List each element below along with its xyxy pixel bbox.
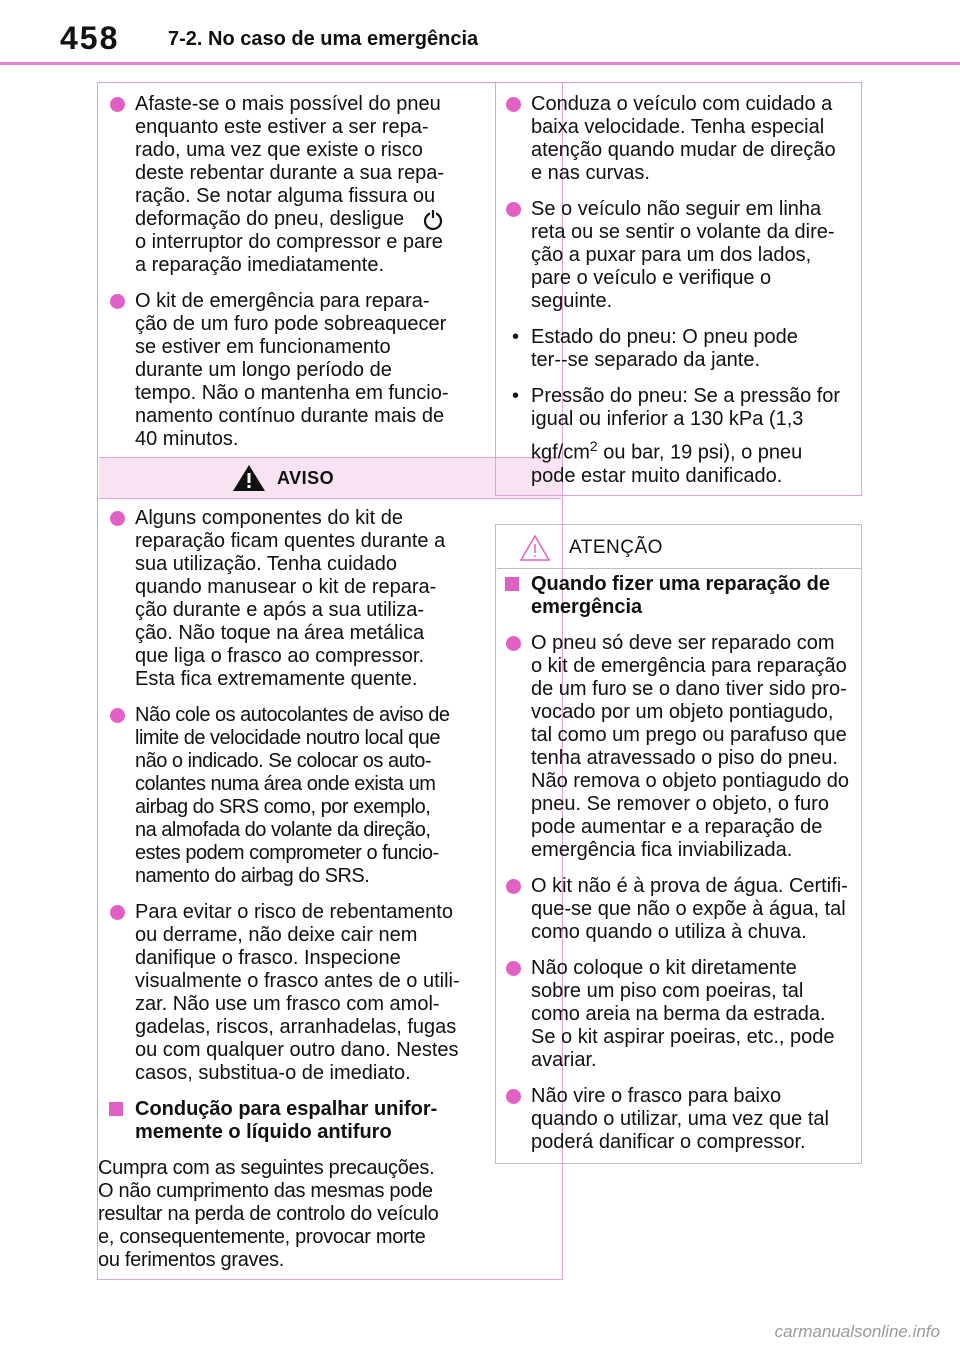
- bullet-glyph: •: [512, 385, 520, 407]
- list-item: Afaste-se o mais possível do pneu enquan…: [108, 93, 548, 277]
- list-item: Não cole os autocolantes de aviso de lim…: [108, 704, 553, 888]
- page-number: 458: [60, 20, 120, 56]
- square-bullet-icon: [109, 1102, 123, 1116]
- sub-list-item: • Pressão do pneu: Se a pressão for igua…: [512, 385, 841, 487]
- bullet-dot-icon: [506, 97, 521, 112]
- bullet-dot-icon: [506, 961, 521, 976]
- list-item: Se o veículo não seguir em linha reta ou…: [504, 198, 854, 313]
- left-bottom-content: Alguns componentes do kit de reparação f…: [98, 507, 553, 1272]
- section-heading: Condução para espalhar unifor- memente o…: [108, 1098, 553, 1144]
- right-warning-box: Conduza o veículo com cuidado a baixa ve…: [495, 82, 862, 496]
- watermark: carmanualsonline.info: [774, 1322, 940, 1341]
- atencao-header: ATENÇÃO: [497, 526, 861, 569]
- power-switch-icon: [423, 209, 442, 230]
- list-item: Para evitar o risco de rebentamento ou d…: [108, 901, 553, 1085]
- left-top-content: Afaste-se o mais possível do pneu enquan…: [108, 93, 548, 464]
- paragraph: Cumpra com as seguintes precauções. O nã…: [98, 1157, 439, 1271]
- bullet-dot-icon: [110, 708, 125, 723]
- list-item: O pneu só deve ser reparado com o kit de…: [504, 632, 856, 862]
- list-item: Não coloque o kit diretamente sobre um p…: [504, 957, 856, 1072]
- bullet-dot-icon: [110, 97, 125, 112]
- bullet-dot-icon: [506, 1089, 521, 1104]
- right-bottom-content: Quando fizer uma reparação de emergência…: [504, 573, 856, 1167]
- bullet-dot-icon: [110, 905, 125, 920]
- aviso-label: AVISO: [277, 468, 335, 488]
- right-top-content: Conduza o veículo com cuidado a baixa ve…: [504, 93, 854, 501]
- bullet-dot-icon: [506, 879, 521, 894]
- list-item: O kit de emergência para repara- ção de …: [108, 290, 548, 451]
- page-header: 458 7-2. No caso de uma emergência: [0, 0, 960, 62]
- square-bullet-icon: [505, 577, 519, 591]
- list-item: O kit não é à prova de água. Certifi- qu…: [504, 875, 856, 944]
- bullet-glyph: •: [512, 326, 520, 348]
- list-item: Não vire o frasco para baixo quando o ut…: [504, 1085, 856, 1154]
- right-caution-box: ATENÇÃO Quando fizer uma reparação de em…: [495, 524, 862, 1164]
- aviso-header: AVISO: [99, 457, 561, 499]
- sub-list-item: • Estado do pneu: O pneu pode ter--se se…: [512, 326, 798, 371]
- left-warning-box: Afaste-se o mais possível do pneu enquan…: [97, 82, 563, 1280]
- list-item: Conduza o veículo com cuidado a baixa ve…: [504, 93, 854, 185]
- bullet-dot-icon: [506, 636, 521, 651]
- caution-triangle-icon: [519, 534, 551, 561]
- section-title: 7-2. No caso de uma emergência: [168, 28, 479, 50]
- warning-triangle-icon: [233, 465, 265, 491]
- list-item: Alguns componentes do kit de reparação f…: [108, 507, 553, 691]
- bullet-dot-icon: [506, 202, 521, 217]
- bullet-dot-icon: [110, 294, 125, 309]
- atencao-label: ATENÇÃO: [569, 537, 663, 558]
- section-heading: Quando fizer uma reparação de emergência: [504, 573, 856, 619]
- bullet-dot-icon: [110, 511, 125, 526]
- header-rule: [0, 62, 960, 65]
